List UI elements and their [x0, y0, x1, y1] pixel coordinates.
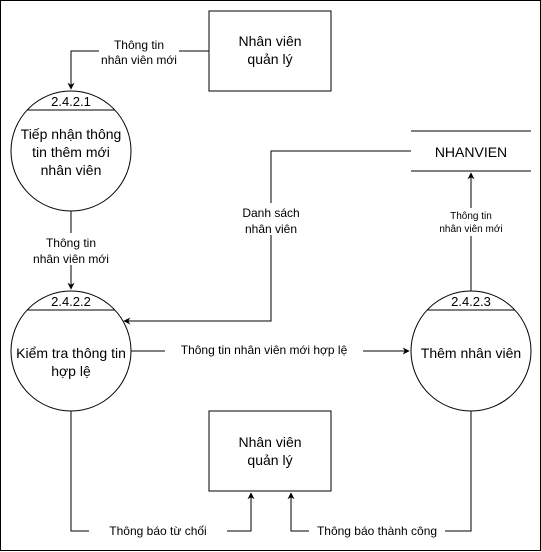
flow-p2-reject-to-entity: Thông báo từ chối: [70, 411, 255, 540]
flow-6-text: Thông báo từ chối: [109, 524, 206, 538]
flow-entity-to-p1: Thông tin nhân viên mới: [67, 37, 209, 90]
process-2-4-2-2: 2.4.2.2 Kiểm tra thông tin hợp lệ: [10, 290, 132, 412]
process-2-line2: hợp lệ: [51, 363, 91, 379]
flow-2-line1: Thông tin: [46, 236, 96, 250]
flow-2-line2: nhân viên mới: [33, 252, 109, 266]
process-2-4-2-1: 2.4.2.1 Tiếp nhận thông tin thêm mới nhâ…: [10, 90, 132, 212]
entity-top-line1: Nhân viên: [238, 33, 301, 49]
flow-1-line2: nhân viên mới: [101, 53, 177, 67]
flow-5-line2: nhân viên mới: [439, 224, 502, 235]
process-2-id: 2.4.2.2: [51, 294, 91, 309]
process-2-4-2-3: 2.4.2.3 Thêm nhân viên: [410, 290, 532, 412]
flow-1-line1: Thông tin: [114, 38, 164, 52]
process-1-line1: Tiếp nhận thông: [21, 126, 122, 142]
flow-4-text: Thông tin nhân viên mới hợp lệ: [181, 343, 348, 357]
process-3-line1: Thêm nhân viên: [421, 345, 521, 361]
process-1-id: 2.4.2.1: [51, 94, 91, 109]
entity-bottom-line1: Nhân viên: [238, 434, 301, 450]
entity-top-line2: quản lý: [247, 51, 292, 67]
flow-5-line1: Thông tin: [450, 211, 492, 222]
datastore-nhanvien: NHANVIEN: [411, 130, 531, 172]
flow-p3-success-to-entity: Thông báo thành công: [287, 411, 472, 540]
flow-3-line2: nhân viên: [245, 222, 297, 236]
flow-p1-to-p2: Thông tin nhân viên mới: [31, 211, 115, 290]
flow-7-text: Thông báo thành công: [317, 524, 437, 538]
process-1-line2: tin thêm mới: [32, 144, 110, 160]
flow-3-line1: Danh sách: [242, 206, 299, 220]
process-2-line1: Kiểm tra thông tin: [16, 345, 126, 361]
entity-manager-top: Nhân viên quản lý: [208, 10, 332, 92]
process-1-line3: nhân viên: [41, 162, 102, 178]
process-3-id: 2.4.2.3: [451, 294, 491, 309]
entity-bottom-line2: quản lý: [247, 452, 292, 468]
flow-p2-to-p3: Thông tin nhân viên mới hợp lệ: [131, 341, 410, 359]
datastore-name: NHANVIEN: [435, 144, 507, 160]
entity-manager-bottom: Nhân viên quản lý: [208, 410, 332, 492]
flow-p3-to-datastore: Thông tin nhân viên mới: [433, 172, 509, 291]
flow-datastore-to-p2: Danh sách nhân viên: [123, 150, 411, 325]
